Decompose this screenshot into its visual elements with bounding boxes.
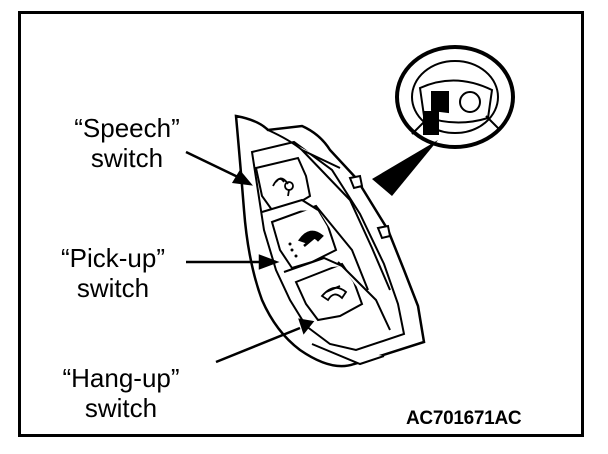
pickup-switch-word: switch: [76, 273, 150, 303]
pickup-switch-name: “Pick-up”: [60, 243, 165, 273]
figure-code: AC701671AC: [406, 408, 522, 429]
hangup-switch-word: switch: [84, 393, 158, 423]
pickup-switch-label: “Pick-up” switch: [28, 243, 198, 303]
hangup-switch-name: “Hang-up”: [62, 363, 180, 393]
speech-switch-word: switch: [90, 143, 164, 173]
phone-pickup-icon: [288, 230, 324, 258]
hangup-switch-label: “Hang-up” switch: [36, 363, 206, 423]
phone-hangup-icon: [320, 285, 348, 302]
speech-switch-label: “Speech” switch: [52, 113, 202, 173]
speech-switch-name: “Speech”: [74, 113, 180, 143]
steering-wheel-icon: [395, 45, 515, 149]
switch-panel: [234, 114, 426, 368]
callout-wedge: [372, 140, 438, 196]
leader-arrows: [185, 150, 315, 364]
voice-command-icon: [272, 177, 294, 197]
